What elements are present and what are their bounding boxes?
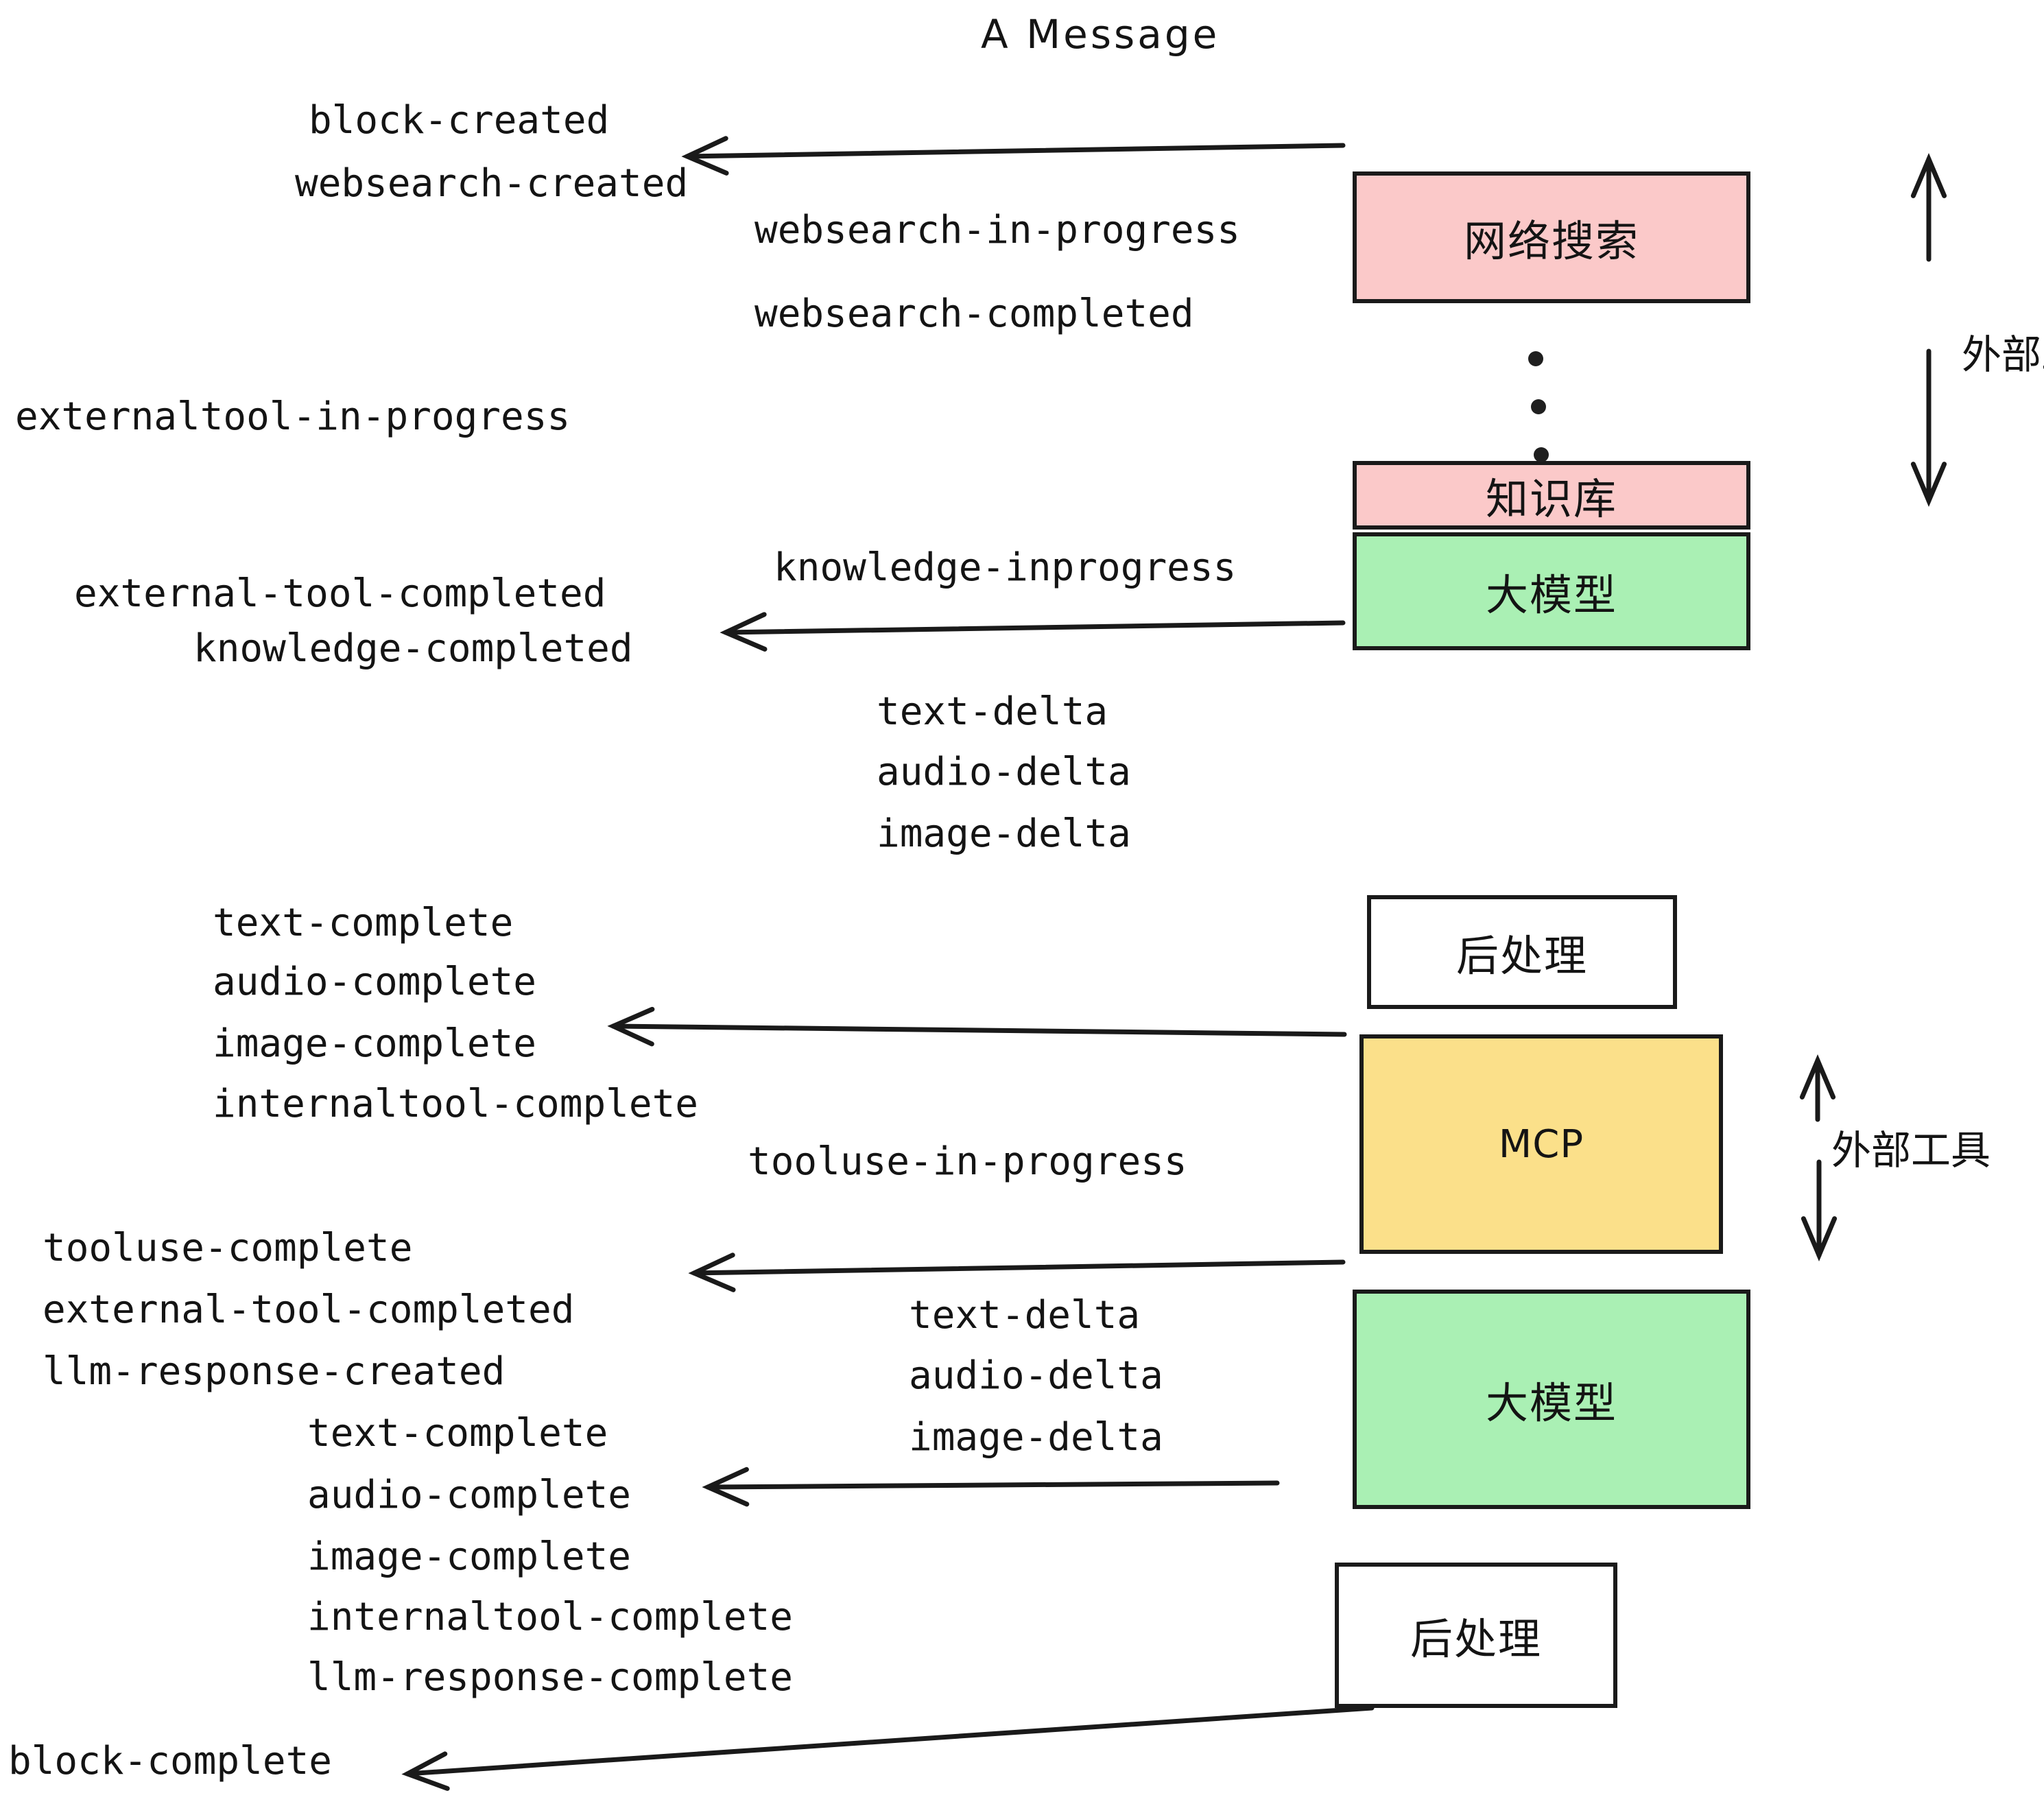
arrow-postproc2-to-block-head xyxy=(401,1751,450,1791)
event-label-text-complete-1: text-complete xyxy=(213,901,514,945)
event-label-text-complete-2: text-complete xyxy=(307,1411,608,1456)
node-mcp[interactable]: MCP xyxy=(1359,1034,1723,1254)
arrow-llm1-to-left-shaft xyxy=(610,1023,1347,1037)
event-label-llm-response-complete: llm-response-complete xyxy=(307,1655,794,1700)
ellipsis-dot-3 xyxy=(1534,447,1549,462)
event-label-block-created: block-created xyxy=(309,98,610,143)
event-label-internaltool-complete-1: internaltool-complete xyxy=(213,1082,699,1126)
arrow-mcp-to-left-head xyxy=(688,1253,736,1292)
event-label-audio-complete-2: audio-complete xyxy=(307,1473,632,1517)
node-label: 大模型 xyxy=(1485,1378,1617,1428)
ellipsis-dot-2 xyxy=(1531,399,1546,414)
node-label: 网络搜索 xyxy=(1463,216,1639,266)
node-label: 知识库 xyxy=(1485,474,1617,524)
node-label: 大模型 xyxy=(1485,570,1617,620)
external-tool-arrow-bottom-down-head xyxy=(1801,1216,1838,1261)
event-label-audio-delta-1: audio-delta xyxy=(877,750,1131,794)
event-label-external-tool-completed-1: external-tool-completed xyxy=(74,571,606,616)
event-label-knowledge-inprogress: knowledge-inprogress xyxy=(774,545,1237,590)
event-label-knowledge-completed: knowledge-completed xyxy=(193,626,633,671)
event-label-audio-complete-1: audio-complete xyxy=(213,960,537,1004)
event-label-audio-delta-2: audio-delta xyxy=(909,1353,1163,1398)
side-label-external-tool-bottom: 外部工具 xyxy=(1831,1127,1991,1174)
event-label-image-complete-1: image-complete xyxy=(213,1021,537,1066)
arrow-postproc2-to-block-shaft xyxy=(405,1705,1375,1777)
event-label-internaltool-complete-2: internaltool-complete xyxy=(307,1595,794,1639)
event-label-externaltool-in-progress: externaltool-in-progress xyxy=(15,394,571,439)
event-label-text-delta-1: text-delta xyxy=(877,689,1108,734)
node-llm-1[interactable]: 大模型 xyxy=(1353,532,1750,650)
arrow-llm2-to-left-head xyxy=(702,1467,750,1507)
side-label-external-tool-top: 外部工具 xyxy=(1962,331,2044,378)
external-tool-arrow-bottom-up-head xyxy=(1799,1054,1836,1100)
arrow-knowledge-to-left-shaft xyxy=(723,620,1346,635)
arrow-llm2-to-left-shaft xyxy=(705,1480,1280,1490)
external-tool-arrow-top-up-head xyxy=(1910,153,1947,198)
arrow-mcp-to-left-shaft xyxy=(691,1259,1346,1276)
node-label: MCP xyxy=(1498,1121,1584,1167)
arrow-websearch-to-block-head xyxy=(681,136,729,176)
event-label-websearch-created: websearch-created xyxy=(295,161,689,206)
event-label-external-tool-completed-2: external-tool-completed xyxy=(43,1287,575,1332)
page-title: A Message xyxy=(981,11,1220,58)
external-tool-arrow-top-down-head xyxy=(1910,462,1947,507)
node-knowledge[interactable]: 知识库 xyxy=(1353,461,1750,530)
node-label: 后处理 xyxy=(1455,931,1588,981)
node-llm-2[interactable]: 大模型 xyxy=(1353,1290,1750,1509)
event-label-websearch-completed: websearch-completed xyxy=(754,292,1194,336)
arrow-llm1-to-left-head xyxy=(607,1006,655,1047)
event-label-block-complete: block-complete xyxy=(8,1739,333,1783)
event-label-llm-response-created: llm-response-created xyxy=(43,1349,506,1394)
arrow-knowledge-to-left-head xyxy=(720,612,768,652)
event-label-text-delta-2: text-delta xyxy=(909,1293,1141,1338)
node-websearch[interactable]: 网络搜索 xyxy=(1353,171,1750,303)
node-postproc-1[interactable]: 后处理 xyxy=(1367,895,1677,1009)
arrow-websearch-to-block-shaft xyxy=(685,143,1346,159)
event-label-tooluse-in-progress: tooluse-in-progress xyxy=(748,1139,1187,1184)
event-label-image-delta-2: image-delta xyxy=(909,1415,1163,1460)
event-label-tooluse-complete: tooluse-complete xyxy=(43,1226,413,1270)
event-label-image-complete-2: image-complete xyxy=(307,1534,632,1579)
ellipsis-dot-1 xyxy=(1528,351,1543,366)
node-label: 后处理 xyxy=(1410,1614,1542,1664)
node-postproc-2[interactable]: 后处理 xyxy=(1335,1563,1617,1708)
event-label-websearch-in-progress: websearch-in-progress xyxy=(754,208,1241,252)
event-label-image-delta-1: image-delta xyxy=(877,811,1131,856)
